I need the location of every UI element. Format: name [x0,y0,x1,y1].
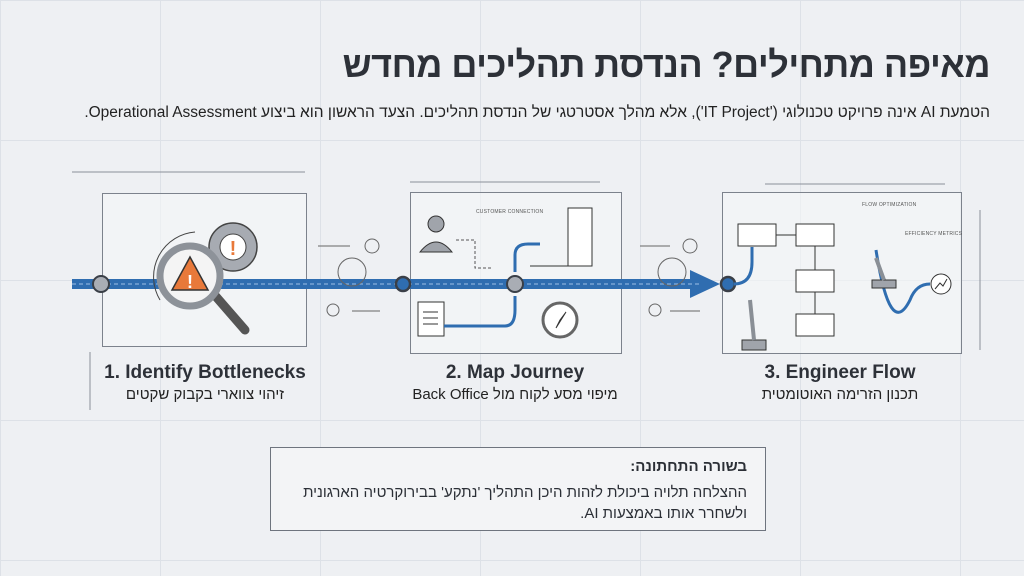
flow-robot-icon [733,223,952,351]
step-1-title: 1. Identify Bottlenecks [104,362,306,383]
gear-icons [318,238,700,317]
step-1-subtitle: זיהוי צווארי בקבוק שקטים [125,386,285,403]
annotation-flow-optimization: FLOW OPTIMIZATION [862,202,917,208]
step-2-title: 2. Map Journey [445,362,585,383]
page-title: מאיפה מתחילים? הנדסת תהליכים מחדש [342,44,991,85]
magnifier-warning-icon: ! ! [153,222,258,335]
svg-text:!: ! [230,238,237,260]
bottom-line-text: ההצלחה תלויה ביכולת לזהות היכן התהליך 'נ… [303,484,747,522]
main-flow-arrow [72,270,720,298]
annotation-efficiency-metrics: EFFICIENCY METRICS [905,231,963,237]
step-3-title: 3. Engineer Flow [764,362,916,383]
node-3 [506,275,524,293]
node-4 [719,275,737,293]
bottom-line-box: בשורה התחתונה: ההצלחה תלויה ביכולת לזהות… [270,447,766,531]
step-3-subtitle: תכנון הזרימה האוטומטית [761,386,919,403]
svg-text:!: ! [187,272,193,292]
customer-journey-icon [417,207,593,339]
step-2-subtitle: מיפוי מסע לקוח מול Back Office [412,386,618,403]
bottom-line-heading: בשורה התחתונה: [630,458,747,475]
annotation-customer-connection: CUSTOMER CONNECTION [476,209,544,215]
step-3-panel [722,192,962,354]
node-1 [92,275,110,293]
node-2 [394,275,412,293]
page-subtitle: הטמעת AI אינה פרויקט טכנולוגי ('IT Proje… [84,104,990,121]
